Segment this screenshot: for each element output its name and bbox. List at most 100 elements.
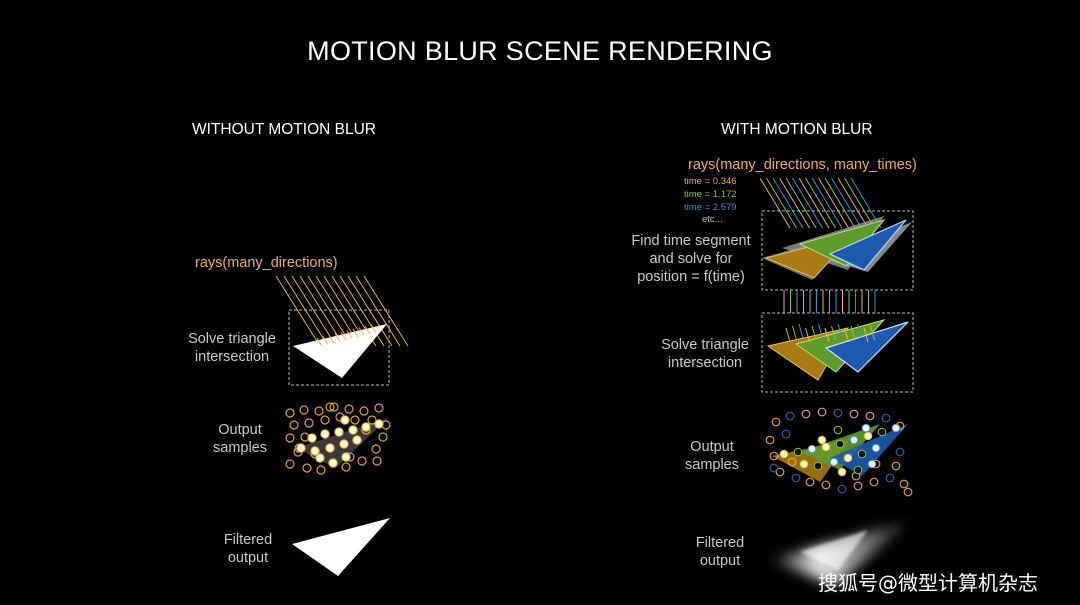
time-label-2: time = 1.172 xyxy=(684,189,737,200)
right-step-filtered-output: Filtered output xyxy=(695,535,745,569)
sample-hit xyxy=(829,457,839,467)
left-filtered-triangle xyxy=(292,518,390,576)
sample-hit xyxy=(813,461,823,471)
sample-miss xyxy=(775,467,785,477)
sample-miss xyxy=(791,473,801,483)
left-ray-tip xyxy=(316,337,323,347)
sample-miss xyxy=(299,405,309,415)
sample-hit xyxy=(863,431,873,441)
sample-hit xyxy=(779,449,789,459)
left-step-output-samples: Output samples xyxy=(213,422,267,456)
right-ray xyxy=(837,177,869,229)
right-ray xyxy=(824,177,856,229)
sample-miss xyxy=(801,409,811,419)
right-ray-tips xyxy=(785,323,875,343)
sample-hit xyxy=(320,429,330,439)
left-panel-heading: WITHOUT MOTION BLUR xyxy=(192,121,376,138)
sample-hit xyxy=(849,435,859,445)
right-ray-tip xyxy=(805,327,810,343)
left-ray xyxy=(363,275,409,347)
sample-hit xyxy=(374,419,384,429)
sample-miss xyxy=(320,415,330,425)
left-ray-tip xyxy=(322,336,329,345)
left-intersection-box xyxy=(288,309,390,386)
right-ray-tip xyxy=(863,327,869,343)
watermark: 搜狐号@微型计算机杂志 xyxy=(818,571,1038,595)
time-label-1: time = 0.346 xyxy=(684,176,737,187)
left-ray xyxy=(275,275,321,347)
sample-miss xyxy=(881,413,891,423)
right-ray-tip xyxy=(870,325,875,341)
right-ray-tip xyxy=(785,327,791,343)
left-ray xyxy=(347,275,393,347)
sample-hit xyxy=(891,423,901,433)
right-ray xyxy=(831,177,862,229)
time-label-etc: etc... xyxy=(702,214,723,225)
sample-hit xyxy=(334,427,344,437)
sample-miss xyxy=(885,473,895,483)
sample-hit xyxy=(310,446,320,456)
sample-miss xyxy=(371,444,381,454)
left-ray xyxy=(291,275,337,347)
sample-miss xyxy=(821,480,831,490)
right-ray xyxy=(779,177,810,229)
left-ray-tips xyxy=(316,324,377,347)
sample-hit xyxy=(341,452,351,462)
sample-hit xyxy=(307,433,317,443)
sample-miss xyxy=(314,406,324,416)
right-ray-tip xyxy=(792,325,797,341)
sample-hit xyxy=(315,453,325,463)
sample-miss xyxy=(837,484,847,494)
motion-blurred-core xyxy=(800,530,868,570)
right-ray-tip xyxy=(824,327,830,343)
sample-hit xyxy=(340,415,350,425)
time-label-3: time = 2.579 xyxy=(684,202,737,213)
sample-hit xyxy=(871,443,881,453)
sample-miss xyxy=(899,479,909,489)
sample-hit xyxy=(867,459,877,469)
right-ray-tip xyxy=(811,325,817,341)
sample-miss xyxy=(372,456,382,466)
right-ray xyxy=(811,177,843,229)
blue-triangle xyxy=(828,219,907,271)
sample-miss xyxy=(895,447,905,457)
right-step-find-time-segment: Find time segment and solve for position… xyxy=(631,233,751,285)
sample-hit xyxy=(352,435,362,445)
sample-miss xyxy=(849,409,859,419)
left-ray-tip xyxy=(328,334,335,344)
sample-miss xyxy=(781,429,791,439)
sample-hit xyxy=(361,422,371,432)
sample-miss xyxy=(787,457,797,467)
left-triangle xyxy=(293,324,387,378)
right-panel-heading: WITH MOTION BLUR xyxy=(721,121,873,138)
sample-hit xyxy=(837,467,847,477)
right-ray-tip xyxy=(850,325,856,341)
right-ray-tip xyxy=(798,323,804,339)
right-ray xyxy=(766,177,797,229)
right-ray-tip xyxy=(831,325,836,341)
right-ray-tip xyxy=(844,327,849,343)
left-step-filtered-output: Filtered output xyxy=(223,532,273,566)
left-ray xyxy=(299,275,345,347)
left-ray xyxy=(355,275,401,347)
time-segment-box xyxy=(761,210,914,291)
left-rays-label: rays(many_directions) xyxy=(195,255,338,271)
right-output-samples xyxy=(765,407,913,497)
sample-miss xyxy=(341,462,351,472)
left-ray-tip xyxy=(340,331,347,341)
right-ray-tip xyxy=(837,323,843,339)
right-ray xyxy=(818,177,849,229)
left-ray-tip xyxy=(358,327,365,336)
right-ray xyxy=(798,177,830,229)
sample-miss xyxy=(765,435,775,445)
sample-miss xyxy=(325,402,335,412)
sample-hit xyxy=(877,427,887,437)
left-ray-tip xyxy=(346,330,353,339)
sample-miss xyxy=(785,411,795,421)
right-step-solve-triangle: Solve triangle intersection xyxy=(661,337,749,371)
sample-miss xyxy=(853,481,863,491)
sample-hit xyxy=(325,443,335,453)
sample-miss xyxy=(833,408,843,418)
right-ray xyxy=(785,177,817,229)
